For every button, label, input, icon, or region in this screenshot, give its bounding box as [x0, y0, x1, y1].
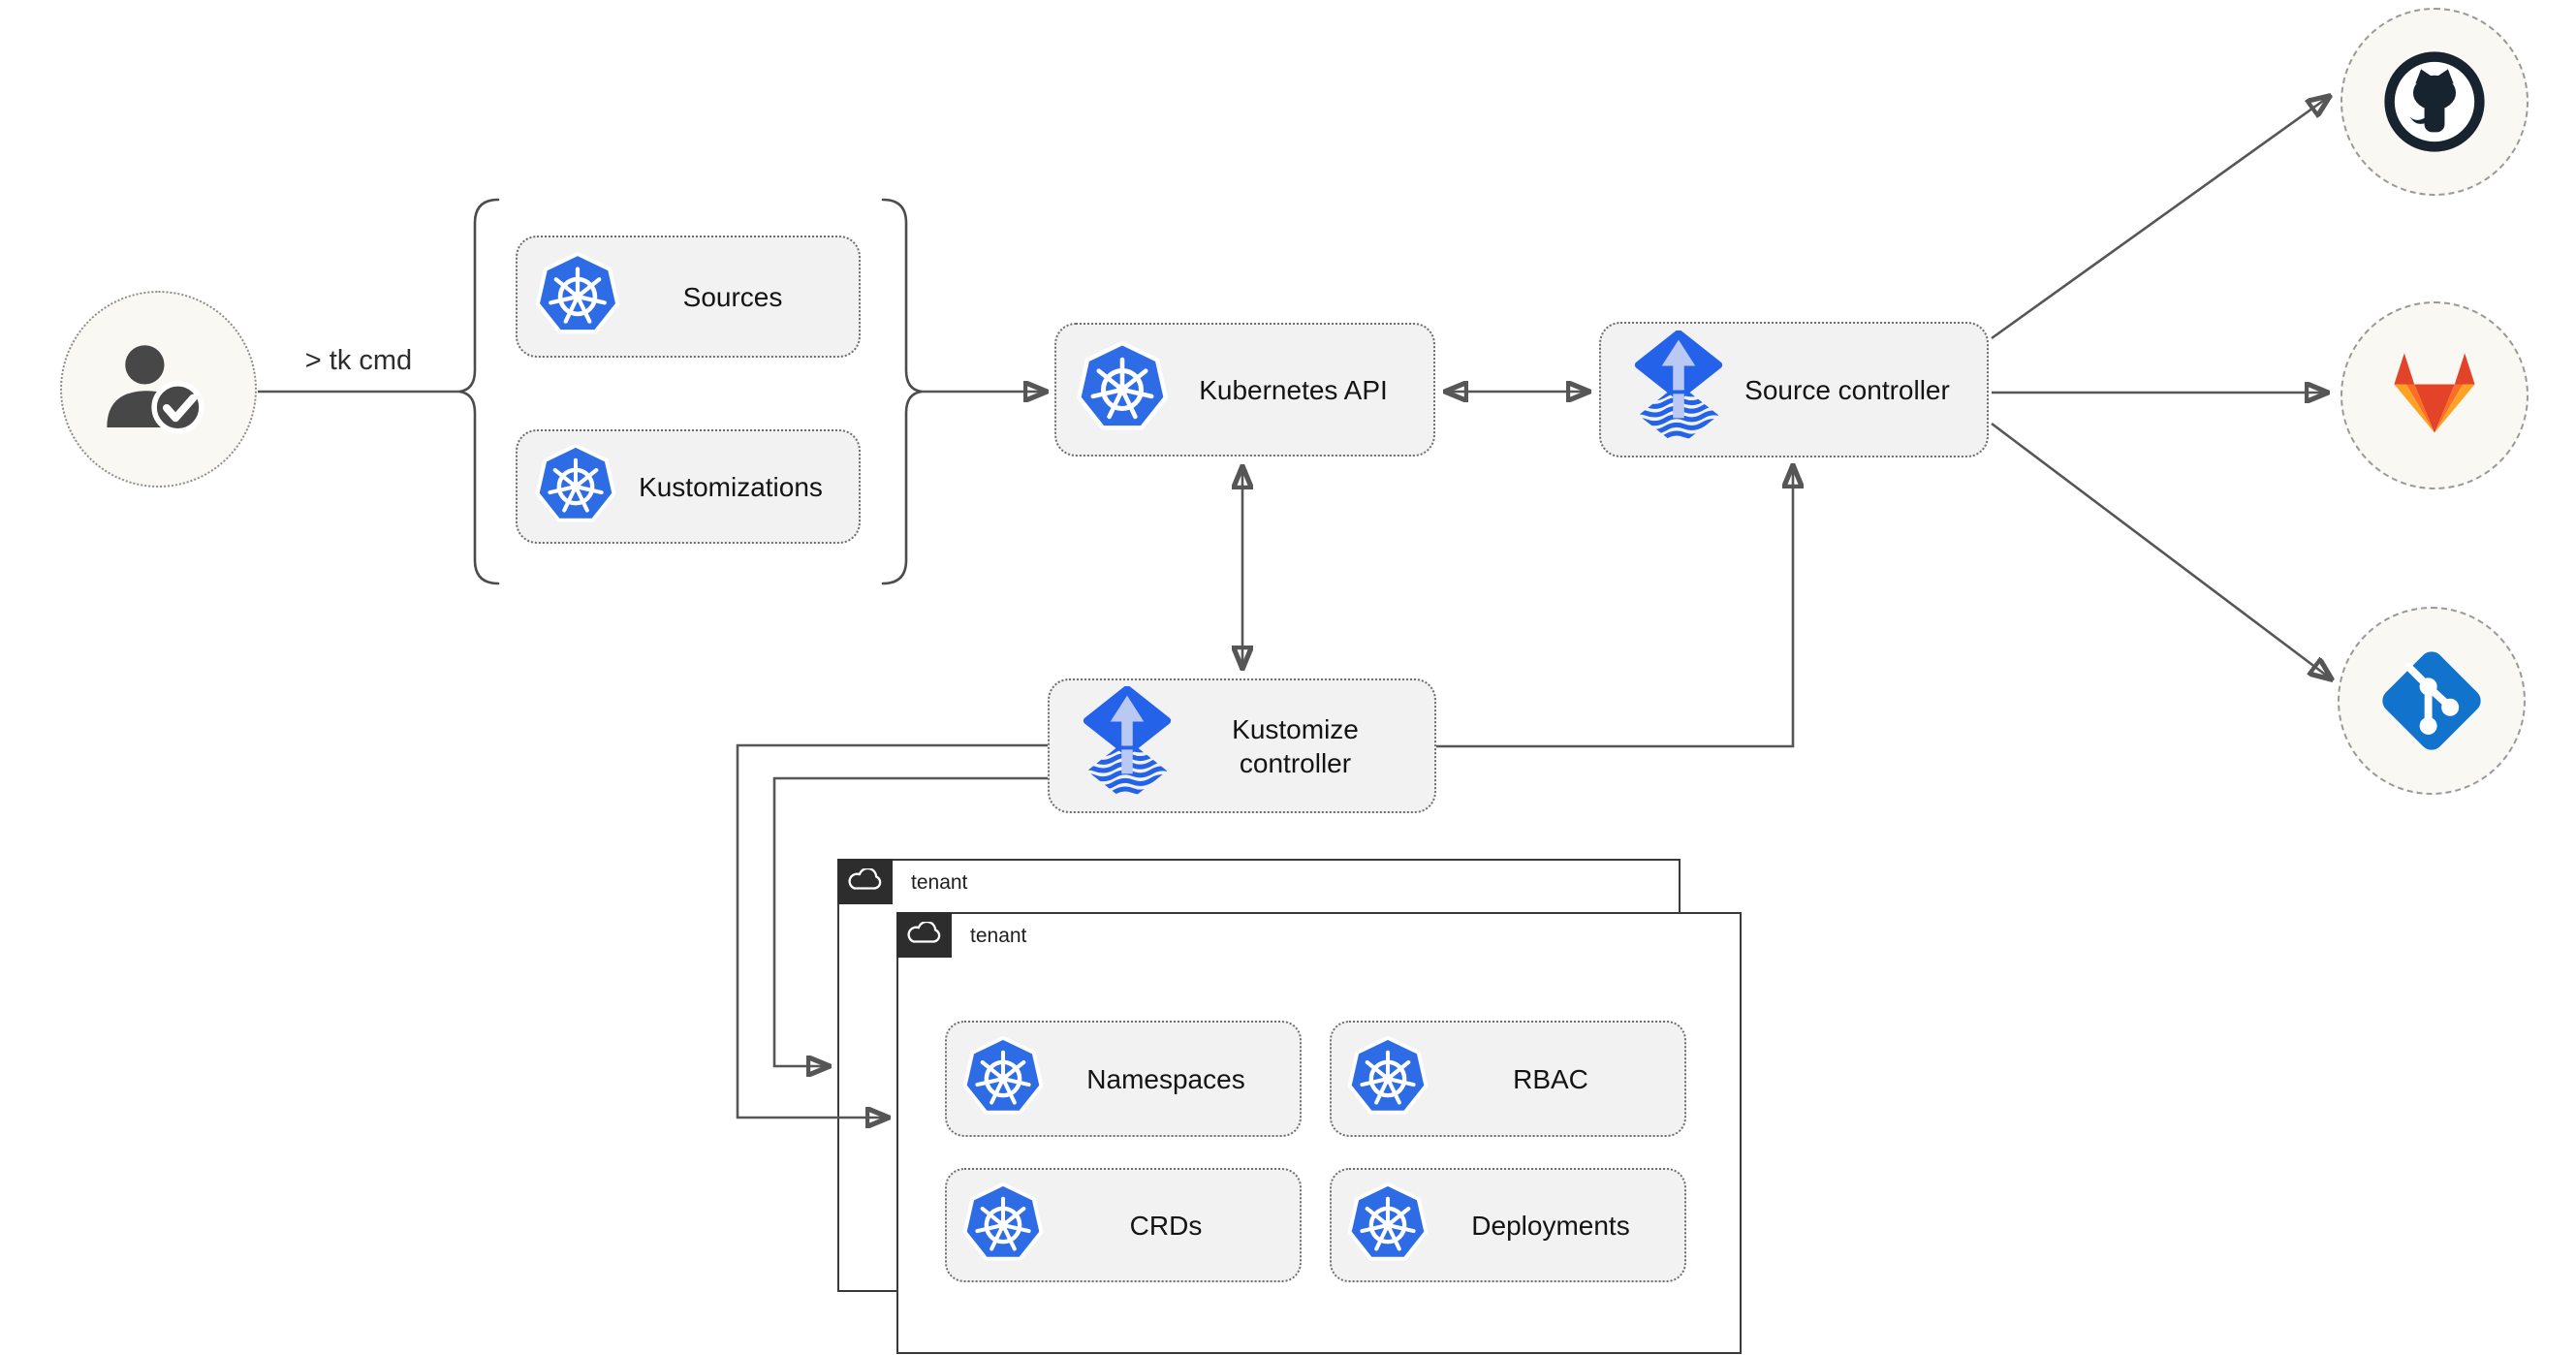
deployments-label: Deployments — [1471, 1210, 1630, 1241]
source-controller-node: Source controller — [1599, 322, 1989, 457]
deployments-node: Deployments — [1330, 1168, 1686, 1282]
sources-label: Sources — [682, 281, 783, 312]
kubernetes-icon — [960, 1036, 1046, 1121]
git-icon — [2372, 641, 2492, 761]
kustomize-to-source-arrow — [1436, 465, 1793, 748]
kubernetes-api-label: Kubernetes API — [1199, 374, 1388, 405]
kubernetes-api-node: Kubernetes API — [1054, 323, 1435, 457]
kustomize-controller-label: Kustomize controller — [1232, 713, 1359, 778]
kustomize-controller-node: Kustomize controller — [1048, 678, 1436, 813]
kubernetes-icon — [1345, 1036, 1430, 1121]
source-to-github-arrow — [1991, 96, 2330, 340]
github-node — [2340, 8, 2529, 196]
source-to-git-arrow — [1991, 422, 2332, 679]
kubernetes-icon — [533, 444, 618, 529]
kubernetes-icon — [1074, 341, 1171, 438]
source-controller-label: Source controller — [1744, 374, 1950, 405]
tenant-label: tenant — [970, 925, 1027, 947]
crds-label: CRDs — [1129, 1210, 1203, 1241]
github-icon — [2378, 46, 2491, 158]
gitlab-node — [2340, 301, 2529, 489]
namespaces-label: Namespaces — [1086, 1063, 1245, 1094]
sources-node: Sources — [516, 236, 861, 358]
kustomizations-label: Kustomizations — [639, 471, 823, 502]
crds-node: CRDs — [945, 1168, 1302, 1282]
tenant-tab — [836, 858, 893, 904]
group-brace-right — [881, 198, 923, 585]
cloud-icon — [906, 922, 941, 947]
cloud-icon — [847, 868, 882, 894]
git-node — [2338, 607, 2526, 795]
flux-icon — [1081, 686, 1174, 805]
rbac-label: RBAC — [1513, 1063, 1588, 1094]
tenant-label: tenant — [911, 871, 968, 894]
kubernetes-icon — [533, 252, 622, 341]
group-brace-left — [458, 198, 500, 585]
rbac-node: RBAC — [1330, 1021, 1686, 1137]
kubernetes-icon — [960, 1182, 1046, 1268]
tenant-tab — [895, 911, 952, 958]
namespaces-node: Namespaces — [945, 1021, 1302, 1137]
kubernetes-icon — [1345, 1182, 1430, 1268]
tk-cmd-label: > tk cmd — [304, 345, 413, 376]
flux-icon — [1632, 331, 1725, 450]
user-check-icon — [100, 331, 218, 449]
kustomizations-node: Kustomizations — [516, 429, 861, 544]
user-node — [60, 291, 257, 488]
gitlab-icon — [2384, 350, 2485, 441]
